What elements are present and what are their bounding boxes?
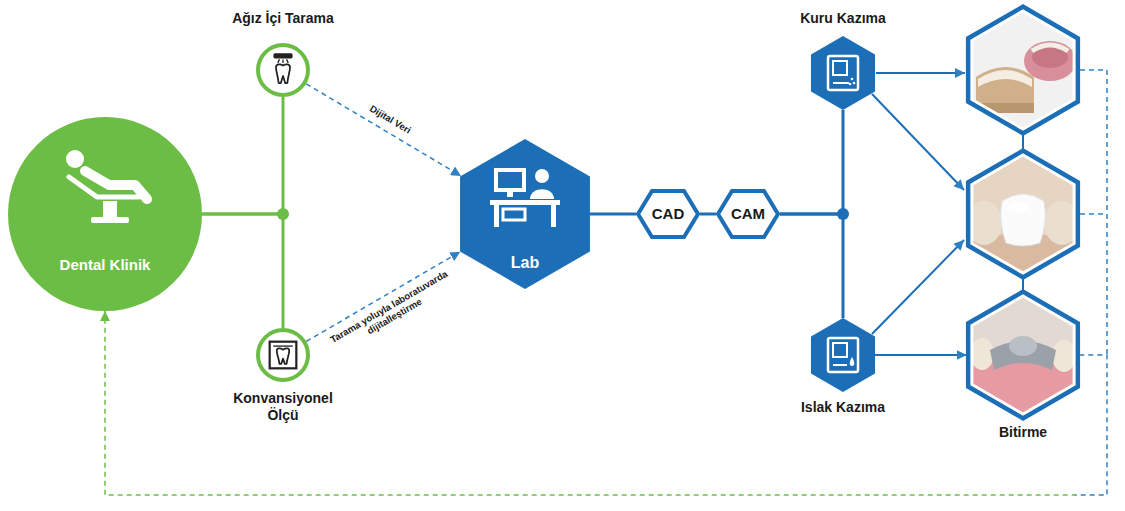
- node-circle: [8, 117, 202, 311]
- return-dashed-line: [1080, 70, 1107, 355]
- node-label: Bitirme: [999, 424, 1047, 441]
- output-hexagon: [968, 151, 1077, 277]
- node-outline: [8, 117, 202, 311]
- node-hexagon: [811, 36, 875, 110]
- output-photo: [966, 151, 1080, 277]
- connector: [202, 214, 283, 328]
- connector: [700, 213, 716, 216]
- node-hexagon: [638, 191, 698, 237]
- connector: [590, 213, 636, 216]
- output-photo: [968, 292, 1078, 418]
- dry-milling-hexagon: Kuru Kazıma: [783, 6, 903, 110]
- node-label: Ağız İçi Tarama: [232, 10, 334, 27]
- scan-step-circle: Ağız İçi Tarama: [203, 6, 363, 98]
- node-icon: [490, 169, 560, 227]
- mill-arrow: [876, 72, 965, 74]
- connector: [780, 110, 843, 214]
- clinic-circle: Dental Klinik: [8, 117, 202, 311]
- node-label: Lab: [511, 253, 539, 272]
- node-label: Konvansiyonel Ölçü: [224, 390, 342, 424]
- output-hexagon-inner: [972, 11, 1074, 129]
- mill-arrow: [872, 94, 964, 190]
- node-icon: [828, 56, 858, 90]
- junction-dot: [837, 208, 849, 220]
- lab-hexagon: Lab: [460, 139, 590, 289]
- output-photo: [968, 7, 1078, 133]
- cam-hexagon: CAM: [716, 189, 780, 239]
- output-hexagon: [968, 7, 1077, 133]
- connector: [306, 84, 461, 176]
- node-hexagon-inner: [972, 296, 1074, 414]
- node-hexagon: [811, 318, 875, 392]
- mill-arrow: [872, 240, 964, 334]
- connector: [202, 97, 283, 214]
- connector: [105, 311, 1107, 495]
- cad-hexagon: CAD: [636, 189, 700, 239]
- node-hexagon: [460, 139, 590, 289]
- layout-figures: [872, 7, 1107, 355]
- node-icon: [66, 150, 147, 223]
- node-label: CAD: [652, 205, 685, 223]
- node-icon: [270, 342, 297, 369]
- node-label: Islak Kazıma: [801, 399, 885, 416]
- node-hexagon: [718, 191, 778, 237]
- node-icon: [828, 338, 858, 372]
- node-icon: [273, 53, 292, 83]
- node-label: Dental Klinik: [60, 256, 151, 274]
- output-link-line: [1022, 135, 1024, 290]
- node-label: Kuru Kazıma: [800, 10, 886, 27]
- connector-label: Dijital Veri: [365, 102, 413, 137]
- node-circle: [258, 45, 308, 95]
- connector-label: Tarama yoluyla laboratuvarda dijitalleşt…: [316, 261, 469, 362]
- connector: [780, 214, 843, 318]
- output-hexagon-inner: [972, 155, 1074, 273]
- wet-milling-hexagon: Islak Kazıma: [783, 317, 903, 423]
- junction-dot: [277, 208, 289, 220]
- node-label: CAM: [731, 205, 765, 223]
- connector-layer: [105, 84, 1107, 495]
- finishing-hexagon: Bitirme: [963, 292, 1083, 450]
- node-circle: [258, 330, 308, 380]
- node-hexagon: [968, 292, 1077, 418]
- connector: [875, 354, 967, 356]
